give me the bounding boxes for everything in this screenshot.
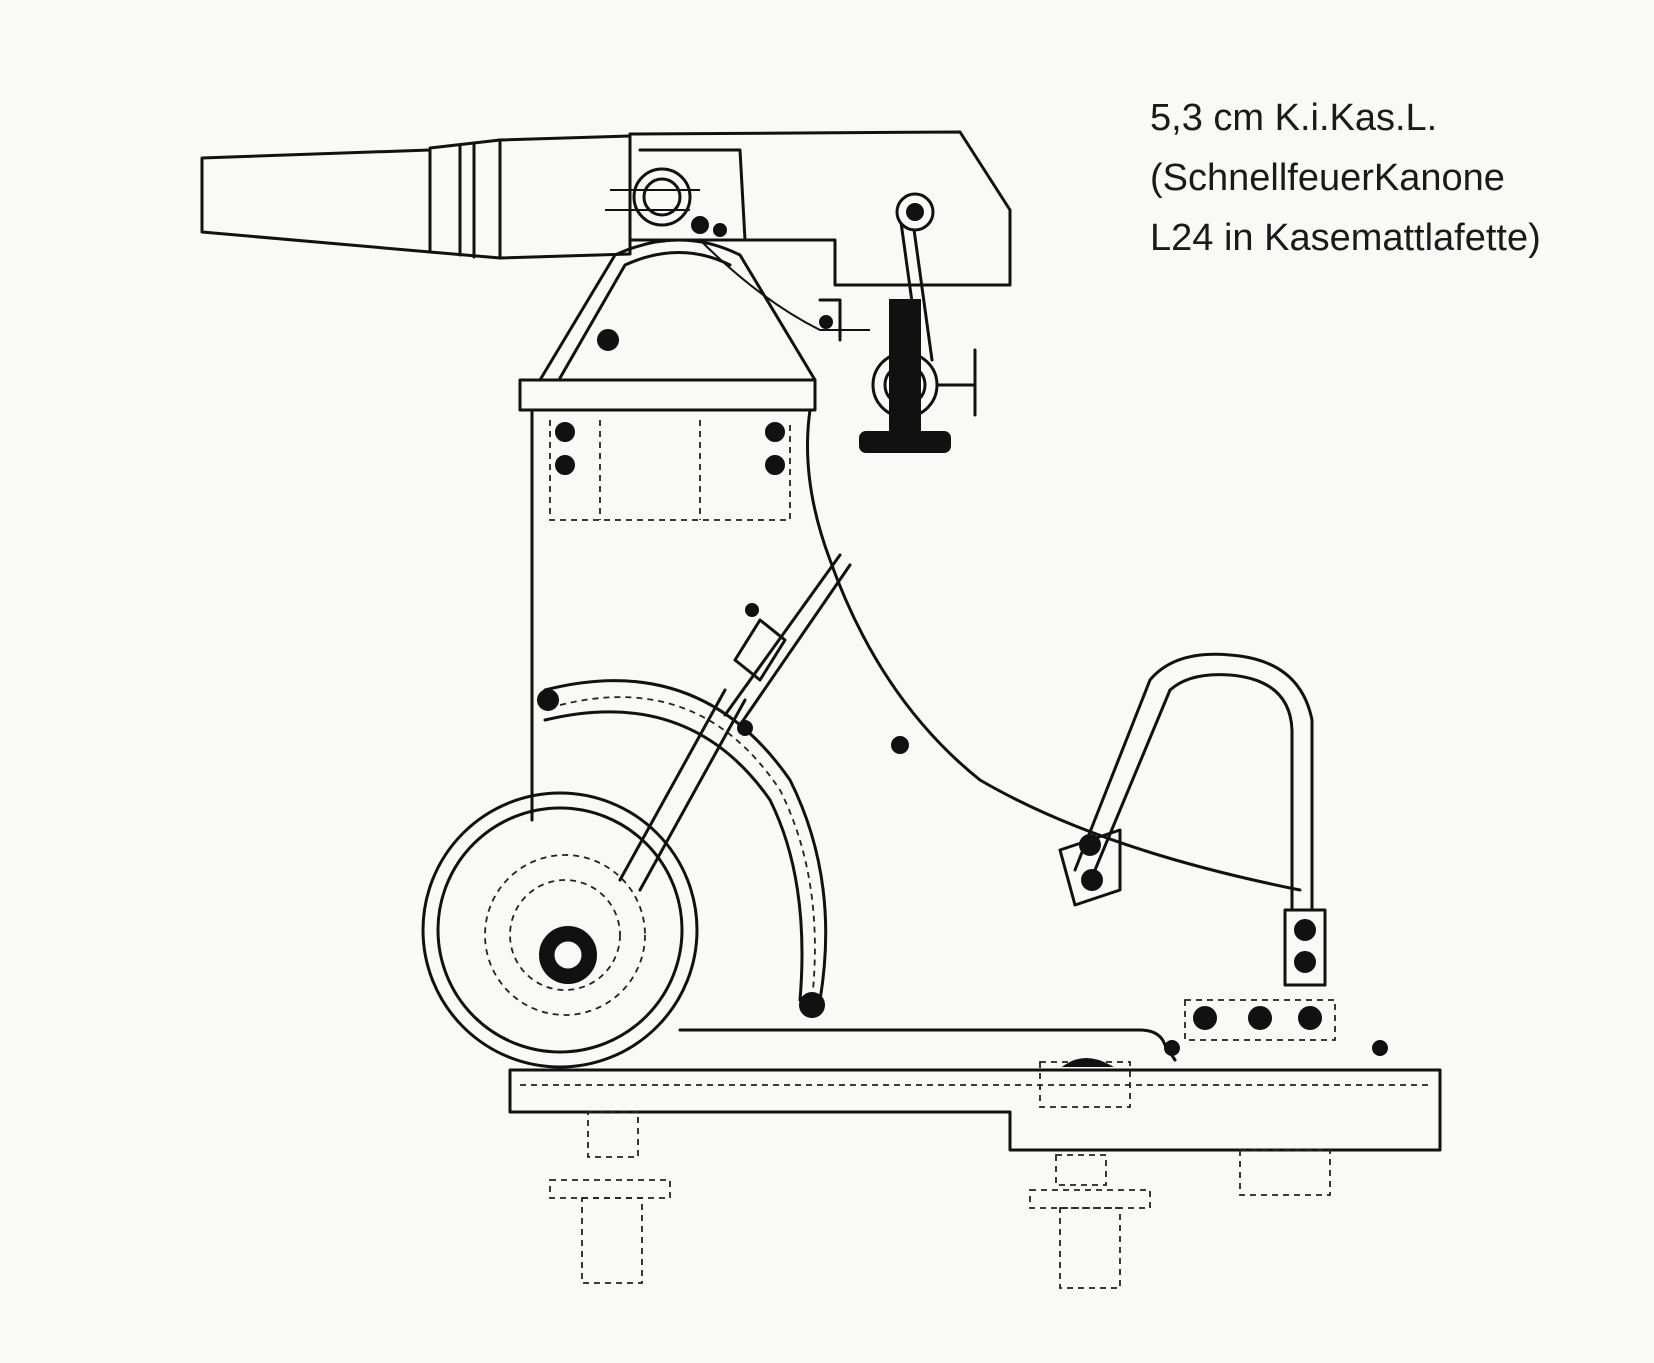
handle-bar xyxy=(1058,652,1327,987)
traverse-handwheel xyxy=(421,688,747,1069)
base-plate xyxy=(508,999,1442,1196)
pivot-housing xyxy=(518,238,870,412)
gun-barrel xyxy=(200,134,632,260)
gun-cradle xyxy=(605,130,1012,287)
caption-line-3: L24 in Kasemattlafette) xyxy=(1150,217,1541,259)
drawing-caption: 5,3 cm K.i.Kas.L. (SchnellfeuerKanone L2… xyxy=(1150,88,1541,268)
pedestal xyxy=(530,408,1302,892)
elevation-handwheel xyxy=(818,192,977,453)
elevation-arc xyxy=(537,679,828,1018)
linkage-arm xyxy=(723,553,852,736)
foundation-bolts xyxy=(549,1111,1151,1289)
caption-line-2: (SchnellfeuerKanone xyxy=(1150,157,1505,199)
caption-line-1: 5,3 cm K.i.Kas.L. xyxy=(1150,97,1438,139)
